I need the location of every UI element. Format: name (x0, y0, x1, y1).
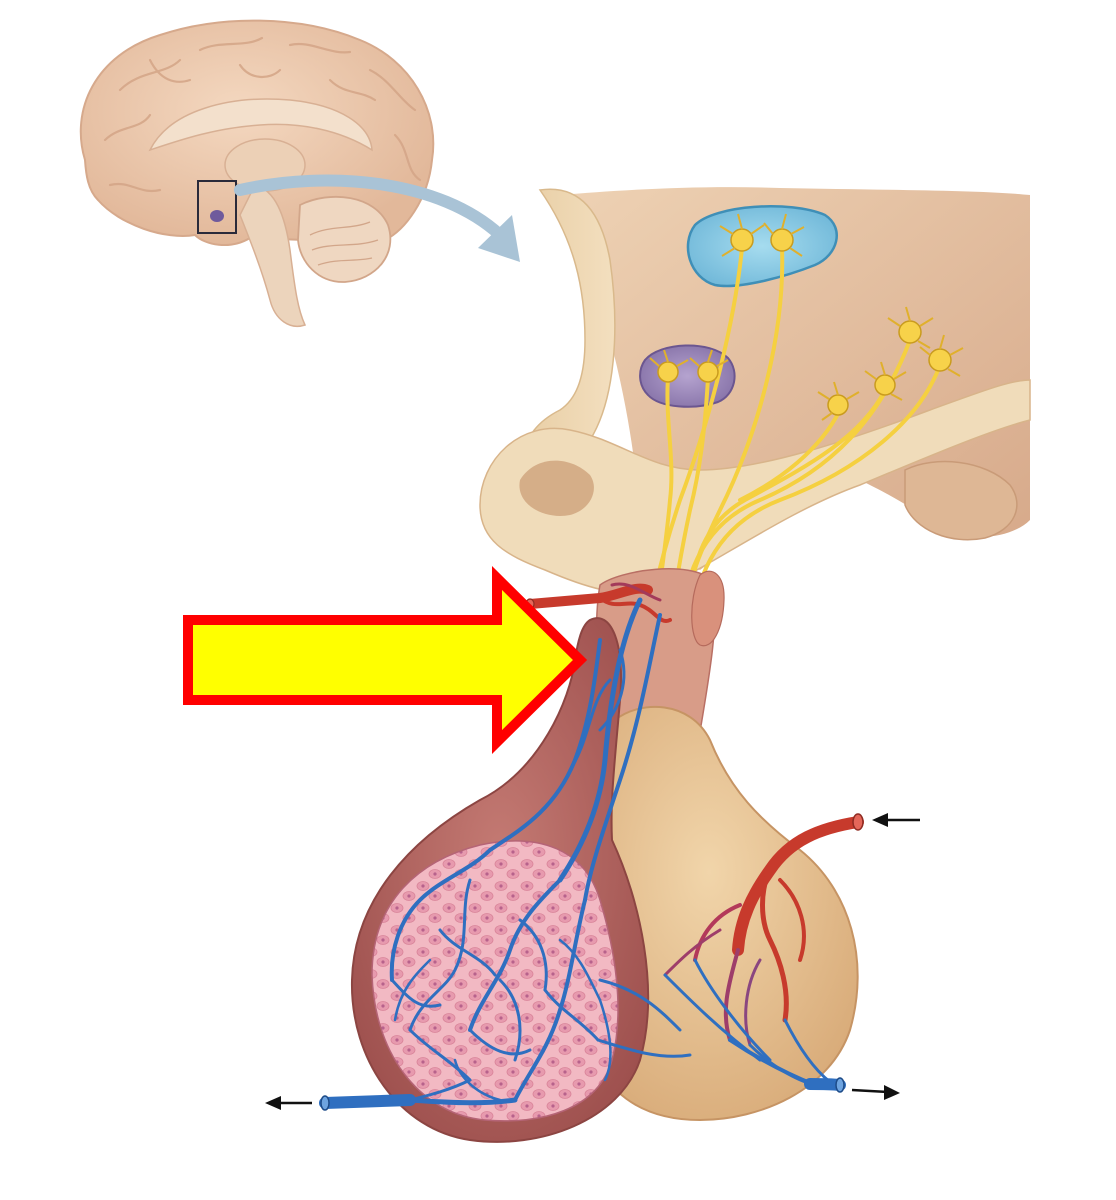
brain-inset (79, 19, 520, 327)
artery-cut-end (852, 813, 864, 831)
hypothalamus-section (479, 187, 1031, 594)
corpus-callosum (148, 98, 373, 152)
inset-pointer-arrow (234, 174, 506, 241)
vein-cut-end-right (835, 1077, 845, 1093)
cerebellum (297, 195, 392, 283)
left-hypophyseal-vein (319, 1094, 416, 1109)
pars-tuberalis (691, 570, 725, 647)
mammillary-body (904, 460, 1018, 541)
highlight-block-arrow (183, 566, 588, 754)
pituitary-location (210, 210, 224, 222)
venous-outflow-right-arrow (851, 1085, 900, 1100)
neuron-body (817, 381, 860, 421)
neuron-body (864, 361, 907, 401)
arterial-inflow-arrow (872, 813, 920, 827)
vein-cut-end-left (320, 1095, 330, 1111)
optic-recess (519, 460, 594, 516)
neuron-body (887, 306, 934, 349)
neuron-body (919, 334, 964, 377)
brainstem (239, 184, 307, 327)
venous-outflow-left-arrow (265, 1096, 312, 1110)
cerebrum (79, 19, 435, 247)
neuron-body (719, 213, 765, 257)
ventricle-wall (526, 188, 616, 465)
neuron-body (763, 213, 805, 257)
paraventricular-nucleus (686, 205, 838, 288)
supraoptic-nucleus (639, 344, 736, 408)
neuron-body (649, 349, 689, 383)
neuron-body (689, 349, 729, 383)
inset-pointer-arrowhead (478, 215, 520, 262)
neuron-cell-bodies (649, 213, 964, 421)
inset-selection-box (197, 180, 237, 234)
